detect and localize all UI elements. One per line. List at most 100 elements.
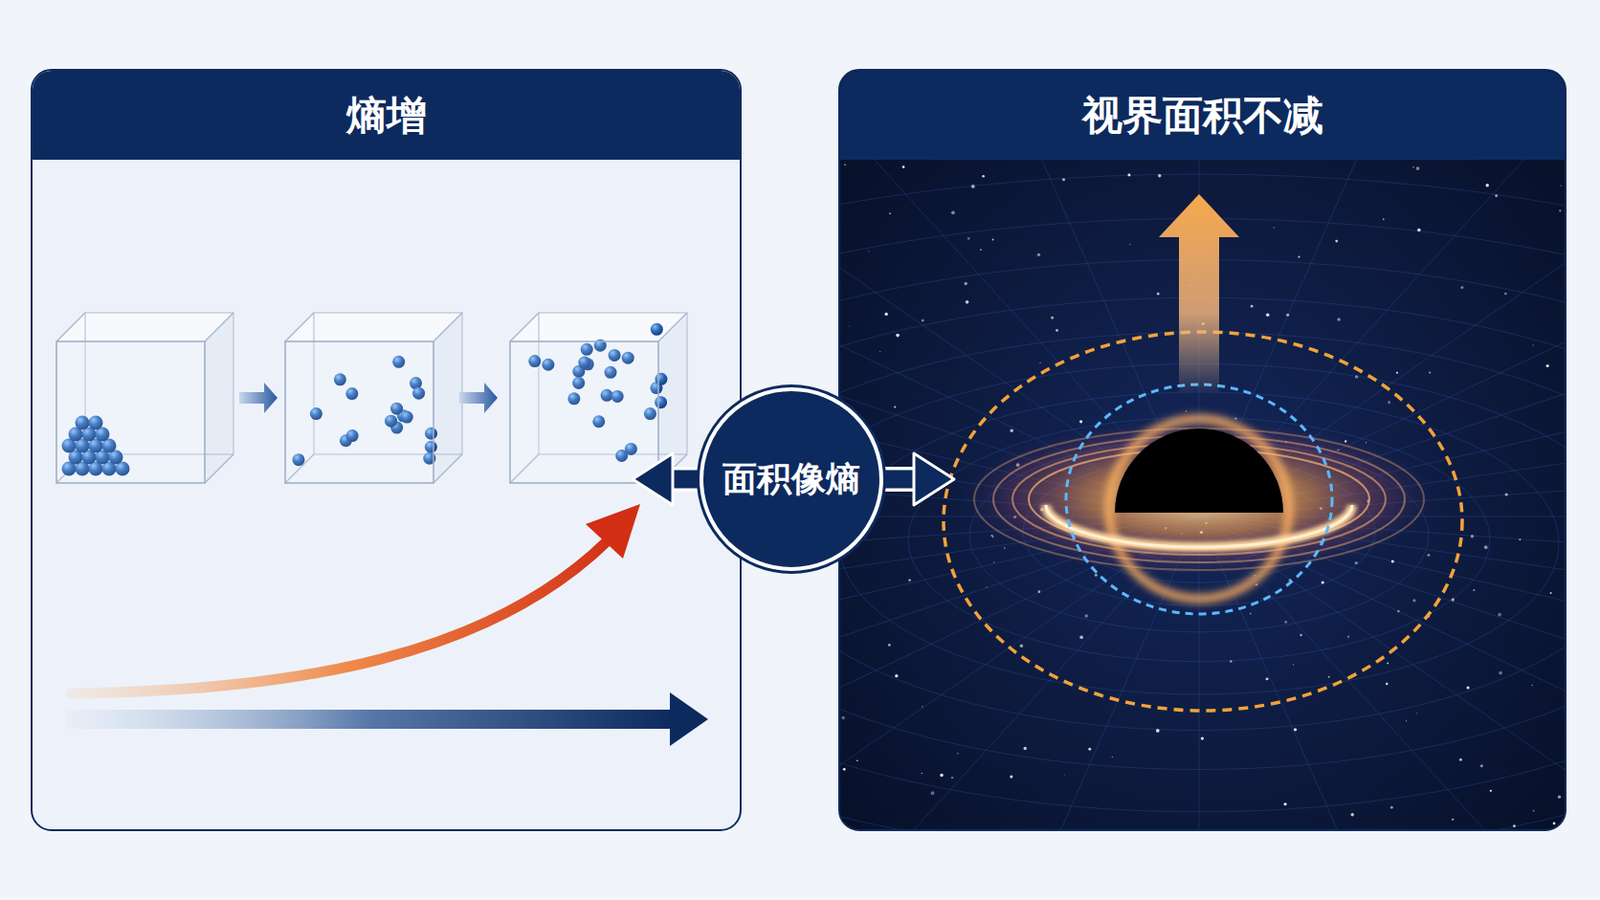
arrow-outline	[672, 466, 702, 492]
arrow-shaft	[881, 470, 914, 489]
star	[888, 212, 891, 215]
star	[1385, 683, 1388, 686]
star	[1396, 372, 1399, 375]
star	[1088, 748, 1091, 752]
star	[1297, 255, 1300, 258]
star	[1250, 305, 1254, 309]
star	[1533, 810, 1535, 813]
star	[1512, 824, 1516, 828]
star	[981, 175, 985, 178]
star	[967, 237, 971, 241]
star	[951, 210, 956, 215]
star	[1020, 644, 1023, 647]
star	[885, 312, 889, 316]
star	[895, 333, 900, 338]
step-arrow	[459, 382, 498, 414]
star	[1200, 736, 1204, 740]
star	[1485, 183, 1489, 187]
star	[856, 760, 859, 763]
star	[1498, 671, 1503, 676]
spacetime-grid	[840, 70, 1565, 830]
star	[1355, 561, 1358, 565]
cube-top	[285, 312, 463, 342]
panel-heading: 熵增	[32, 70, 740, 160]
disk-front	[1045, 505, 1353, 548]
black-hole	[1114, 428, 1284, 513]
cube-front	[285, 341, 434, 484]
star	[879, 351, 881, 353]
star	[1156, 292, 1160, 296]
star	[1472, 589, 1475, 592]
star	[1079, 635, 1084, 640]
spacetime-grid	[840, 392, 1559, 695]
circle-label: 面积像熵	[722, 456, 861, 504]
arrow-shaft	[672, 470, 702, 489]
star	[1127, 174, 1131, 178]
star	[921, 319, 925, 323]
cube-side	[433, 312, 463, 484]
cube-front	[510, 341, 659, 484]
time-axis	[66, 710, 673, 730]
star	[1505, 492, 1509, 496]
glass-cube	[510, 312, 688, 484]
horizon-panel: 视界面积不减	[838, 68, 1567, 832]
accretion-ring	[974, 428, 1424, 571]
star	[931, 791, 935, 796]
star	[1553, 822, 1556, 826]
star	[951, 777, 954, 779]
step-arrow	[239, 382, 278, 414]
star	[985, 586, 987, 588]
star	[902, 165, 906, 169]
star	[1531, 685, 1534, 688]
curve-head	[585, 504, 641, 559]
star	[1155, 729, 1160, 734]
star	[1460, 286, 1464, 289]
star	[1249, 613, 1252, 616]
star	[1386, 663, 1389, 666]
star	[1412, 166, 1414, 168]
star	[939, 774, 943, 778]
spacetime-grid	[840, 333, 1565, 771]
star	[1003, 547, 1006, 550]
cube-edge	[658, 312, 688, 342]
star	[1347, 636, 1350, 639]
double-arrow-half	[881, 453, 955, 506]
star	[1234, 418, 1237, 421]
cube-edge	[204, 454, 234, 484]
time-axis-head	[669, 692, 709, 747]
spacetime-grid	[908, 417, 1490, 662]
star	[921, 773, 923, 775]
cube-edge	[510, 312, 539, 342]
glass-cube	[285, 312, 463, 484]
star	[848, 325, 850, 327]
star	[1229, 660, 1232, 663]
star	[1293, 728, 1297, 732]
star	[1480, 764, 1484, 768]
star	[1084, 614, 1088, 618]
star	[1355, 375, 1358, 378]
right-panel-ground	[839, 69, 1566, 831]
cube-front	[56, 341, 205, 484]
star	[1328, 676, 1331, 679]
star	[1351, 813, 1355, 817]
star	[993, 561, 995, 563]
star	[1079, 420, 1083, 423]
arrow-outline	[881, 466, 914, 492]
star	[1299, 634, 1303, 638]
star	[1451, 819, 1454, 822]
star	[1038, 590, 1042, 594]
spacetime-grid	[840, 363, 1565, 731]
cube-side	[204, 312, 234, 484]
star	[965, 300, 970, 305]
star	[1557, 796, 1561, 800]
double-arrow-half	[632, 453, 702, 506]
star	[1518, 538, 1521, 541]
star	[893, 405, 896, 408]
accretion-glow	[959, 419, 1439, 577]
cube-edge	[56, 312, 86, 342]
star	[1266, 677, 1269, 681]
star	[1391, 559, 1395, 563]
inner-horizon	[1066, 384, 1333, 615]
